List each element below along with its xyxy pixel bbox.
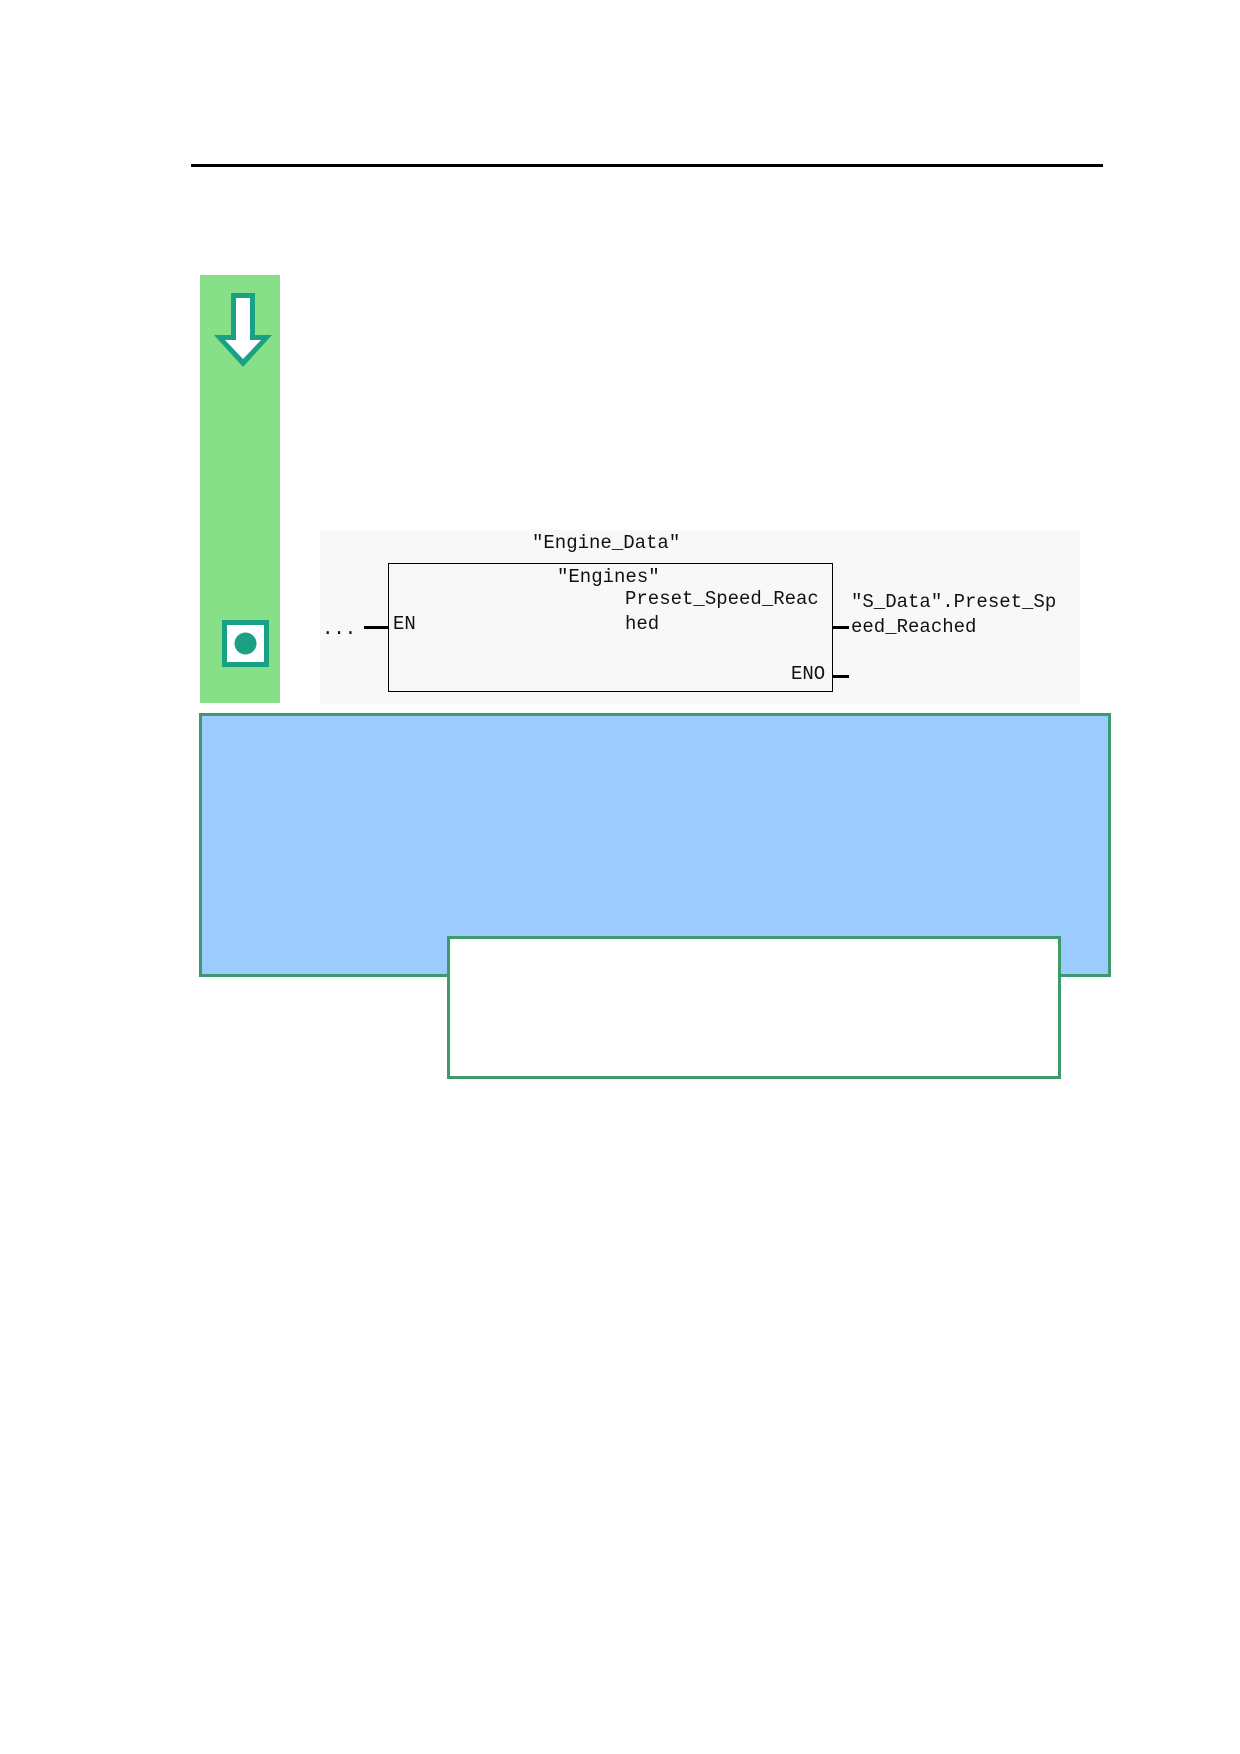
output-wire [833,626,849,629]
db-name-label: "Engine_Data" [532,532,681,554]
ladder-diagram-panel [320,530,1080,704]
output-tag-line1: "S_Data".Preset_Sp [851,591,1057,613]
ellipsis-label: ... [322,618,357,640]
en-pin-label: EN [393,613,416,635]
eno-pin-label: ENO [791,663,826,685]
en-wire [364,626,388,629]
output-tag-line2: eed_Reached [851,616,977,638]
info-panel [199,713,1111,977]
header-rule [191,164,1103,167]
down-arrow-icon [214,293,272,367]
eno-wire [833,675,849,678]
param-name-line1: Preset_Speed_Reac [625,588,819,610]
block-name-label: "Engines" [557,566,660,588]
note-box [447,936,1061,1079]
function-block-box[interactable] [388,563,833,692]
record-stop-icon[interactable] [221,619,270,668]
param-name-line2: hed [625,613,660,635]
